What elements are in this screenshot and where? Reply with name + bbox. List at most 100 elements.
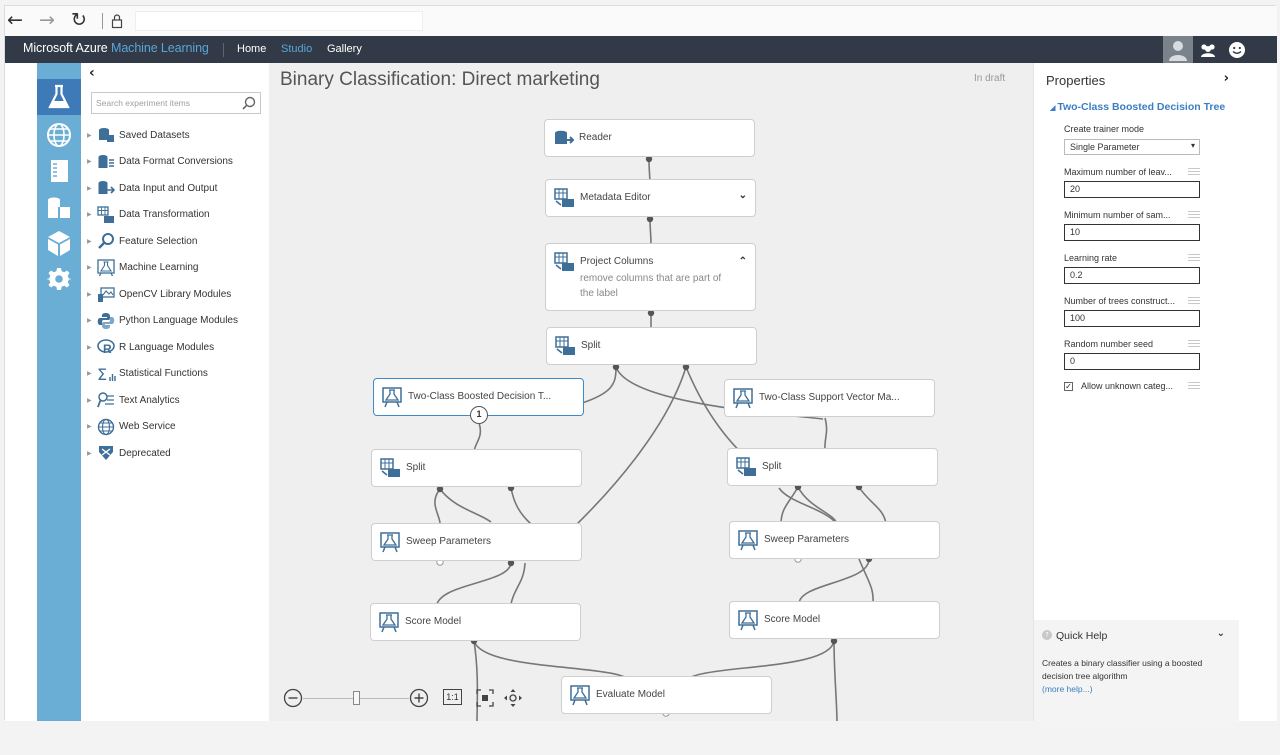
- actual-size-button[interactable]: 1:1: [443, 689, 462, 705]
- pan-icon[interactable]: [503, 688, 523, 708]
- expand-caret-icon[interactable]: ▶: [87, 238, 92, 245]
- properties-collapse-button[interactable]: ›: [1223, 71, 1229, 86]
- palette-item[interactable]: ▶Text Analytics: [87, 390, 265, 410]
- expand-caret-icon[interactable]: ▶: [87, 450, 92, 457]
- node-label: Two-Class Boosted Decision T...: [408, 391, 552, 402]
- selected-module-label: Two-Class Boosted Decision Tree: [1057, 101, 1226, 113]
- parameter-range-menu-icon[interactable]: [1188, 382, 1200, 391]
- palette-item[interactable]: ▶Data Transformation: [87, 205, 265, 225]
- sweep-parameters-right-node[interactable]: Sweep Parameters: [729, 521, 940, 559]
- right-margin: [1239, 63, 1277, 721]
- experiment-title[interactable]: Binary Classification: Direct marketing: [280, 69, 600, 90]
- node-label: Project Columns: [580, 256, 654, 267]
- expand-caret-icon[interactable]: ▶: [87, 397, 92, 404]
- project-columns-node[interactable]: Project Columns remove columns that are …: [545, 243, 756, 311]
- expand-caret-icon[interactable]: ▶: [87, 371, 92, 377]
- nav-home[interactable]: Home: [237, 43, 267, 55]
- datasets-icon[interactable]: [37, 189, 81, 225]
- palette-item[interactable]: ▶Feature Selection: [87, 231, 265, 251]
- palette-item[interactable]: ▶Saved Datasets: [87, 125, 265, 145]
- search-experiment-items-input[interactable]: Search experiment items: [91, 92, 261, 114]
- selected-module-name[interactable]: ◢ Two-Class Boosted Decision Tree: [1050, 101, 1225, 113]
- notebooks-icon[interactable]: [37, 153, 81, 189]
- smiley-feedback-icon[interactable]: [1224, 36, 1250, 63]
- node-label: Evaluate Model: [596, 689, 665, 700]
- learning-rate-input[interactable]: 0.2: [1064, 267, 1200, 284]
- zoom-in-icon[interactable]: [409, 688, 429, 708]
- palette-item[interactable]: ▶Web Service: [87, 417, 265, 437]
- palette-item[interactable]: ▶OpenCV Library Modules: [87, 284, 265, 304]
- expand-caret-icon[interactable]: ▶: [87, 212, 92, 218]
- palette-item[interactable]: ▶Deprecated: [87, 443, 265, 463]
- search-icon[interactable]: [242, 96, 256, 110]
- grid-transform-icon: [97, 205, 119, 224]
- browser-window: ← → ↻ Microsoft Azure Machine Learning H…: [4, 5, 1277, 721]
- address-bar[interactable]: [135, 11, 423, 31]
- palette-item[interactable]: ▶Data Format Conversions: [87, 152, 265, 172]
- expand-caret-icon[interactable]: ▶: [87, 185, 92, 192]
- split-main-node[interactable]: Split: [546, 327, 757, 365]
- zoom-slider-thumb[interactable]: [353, 691, 360, 705]
- help-icon: ?: [1042, 630, 1052, 640]
- settings-gear-icon[interactable]: [37, 261, 81, 297]
- palette-item[interactable]: ▶Machine Learning: [87, 258, 265, 278]
- palette-item[interactable]: ▶Data Input and Output: [87, 178, 265, 198]
- expand-caret-icon[interactable]: ▶: [87, 424, 92, 430]
- trained-models-cube-icon[interactable]: [37, 225, 81, 261]
- split-right-node[interactable]: Split: [727, 448, 938, 486]
- expand-caret-icon[interactable]: ▶: [87, 159, 92, 165]
- expand-caret-icon[interactable]: ▶: [87, 318, 92, 324]
- evaluate-model-node[interactable]: Evaluate Model: [561, 676, 772, 714]
- allow-unknown-checkbox[interactable]: ✓: [1064, 382, 1073, 391]
- parameter-range-menu-icon[interactable]: [1188, 168, 1200, 177]
- opencv-icon: [97, 285, 119, 303]
- expand-caret-icon[interactable]: ▶: [87, 344, 92, 351]
- support-vector-machine-node[interactable]: Two-Class Support Vector Ma...: [724, 379, 935, 417]
- split-left-node[interactable]: Split: [371, 449, 582, 487]
- score-model-left-node[interactable]: Score Model: [370, 603, 581, 641]
- chevron-down-icon[interactable]: ⌄: [1216, 628, 1225, 639]
- min-samples-input[interactable]: 10: [1064, 224, 1200, 241]
- parameter-range-menu-icon[interactable]: [1188, 211, 1200, 220]
- random-seed-input[interactable]: 0: [1064, 353, 1200, 370]
- forward-arrow-icon[interactable]: →: [39, 9, 55, 31]
- sweep-parameters-left-node[interactable]: Sweep Parameters: [371, 523, 582, 561]
- parameter-range-menu-icon[interactable]: [1188, 254, 1200, 263]
- experiments-flask-icon[interactable]: [37, 79, 81, 115]
- num-trees-input[interactable]: 100: [1064, 310, 1200, 327]
- community-icon[interactable]: [1195, 36, 1221, 63]
- expand-caret-icon[interactable]: ▶: [87, 132, 92, 139]
- reader-node[interactable]: Reader: [544, 119, 755, 157]
- more-help-link[interactable]: (more help...): [1042, 684, 1093, 694]
- deprecated-icon: [97, 444, 119, 462]
- flask-icon: [733, 388, 753, 409]
- chevron-down-icon[interactable]: ⌄: [738, 190, 747, 201]
- draft-status: In draft: [974, 73, 1006, 84]
- palette-collapse-button[interactable]: ‹: [89, 65, 95, 81]
- web-services-globe-icon[interactable]: [37, 117, 81, 153]
- user-avatar[interactable]: [1163, 36, 1193, 63]
- parameter-range-menu-icon[interactable]: [1188, 297, 1200, 306]
- parameter-range-menu-icon[interactable]: [1188, 340, 1200, 349]
- score-model-right-node[interactable]: Score Model: [729, 601, 940, 639]
- expand-caret-icon[interactable]: ▶: [87, 265, 92, 271]
- nav-gallery[interactable]: Gallery: [327, 43, 362, 55]
- chevron-up-icon[interactable]: ⌃: [738, 256, 747, 267]
- max-leaves-input[interactable]: 20: [1064, 181, 1200, 198]
- node-label: Split: [581, 340, 601, 351]
- experiment-canvas[interactable]: Binary Classification: Direct marketing …: [269, 63, 1033, 721]
- nav-studio[interactable]: Studio: [281, 43, 313, 55]
- brand-main: Microsoft Azure: [23, 41, 112, 55]
- palette-item[interactable]: ▶Python Language Modules: [87, 311, 265, 331]
- expand-caret-icon[interactable]: ▶: [87, 291, 92, 298]
- fit-to-screen-icon[interactable]: [475, 688, 495, 708]
- reload-icon[interactable]: ↻: [71, 9, 87, 31]
- zoom-out-icon[interactable]: [283, 688, 303, 708]
- metadata-editor-node[interactable]: Metadata Editor ⌄: [545, 179, 756, 217]
- annotation-badge[interactable]: 1: [470, 406, 488, 424]
- trainer-mode-select[interactable]: Single Parameter▾: [1064, 139, 1200, 155]
- brand-logo[interactable]: Microsoft Azure Machine Learning: [23, 41, 209, 55]
- back-arrow-icon[interactable]: ←: [7, 9, 23, 31]
